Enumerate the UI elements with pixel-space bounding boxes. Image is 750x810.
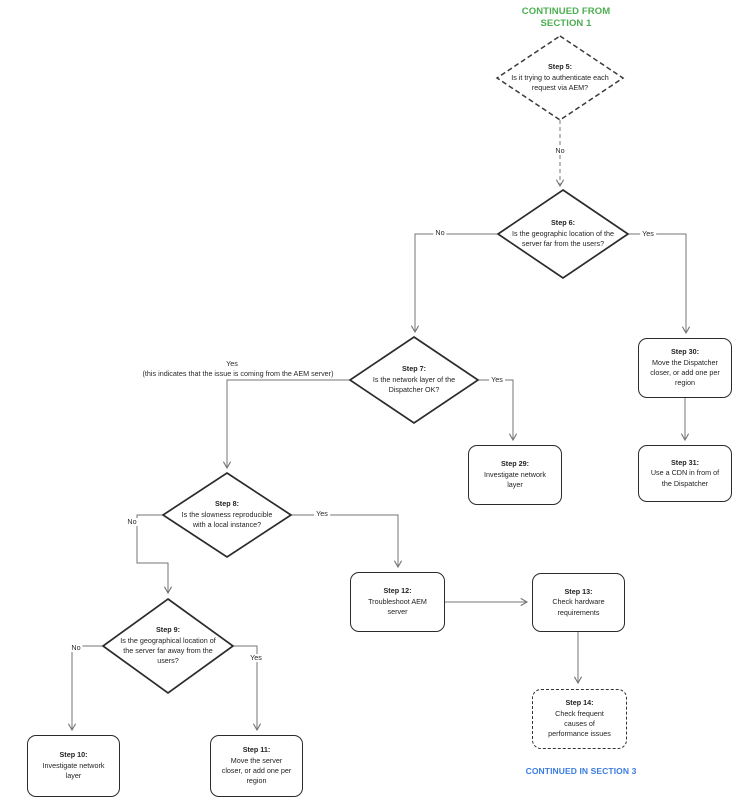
step13-title: Step 13: — [564, 586, 593, 596]
step6-node: Step 6: Is the geographic location of th… — [507, 194, 619, 274]
step14-title: Step 14: — [565, 698, 594, 708]
step8-decision-diamond — [161, 471, 293, 559]
step7-node: Step 7: Is the network layer of the Disp… — [364, 341, 464, 419]
step7-decision-diamond — [348, 335, 480, 425]
step9-node: Step 9: Is the geographical location of … — [118, 602, 218, 690]
step9-decision-diamond — [101, 597, 235, 695]
step10-text: Investigate network layer — [42, 760, 105, 781]
step10-node: Step 10: Investigate network layer — [27, 735, 120, 797]
step31-title: Step 31: — [671, 457, 699, 467]
step13-text: Check hardware requirements — [552, 597, 605, 617]
edge-label-step6-no: No — [433, 228, 447, 238]
step12-text: Troubleshoot AEM server — [368, 596, 427, 617]
edge-step6-yes-to-step30 — [628, 233, 691, 335]
step11-node: Step 11: Move the server closer, or add … — [210, 735, 303, 797]
step29-text: Investigate network layer — [484, 469, 546, 490]
edge-label-step9-yes: Yes — [248, 653, 264, 663]
step29-node: Step 29: Investigate network layer — [468, 445, 562, 505]
edge-step6-no-to-step7 — [410, 233, 498, 334]
step31-text: Use a CDN in from of the Dispatcher — [650, 468, 720, 488]
step5-text: Is it trying to authenticate each reques… — [511, 72, 609, 93]
step12-node: Step 12: Troubleshoot AEM server — [350, 572, 445, 632]
step6-text: Is the geographic location of the server… — [512, 228, 614, 249]
step6-title: Step 6: — [551, 218, 575, 228]
edge-step9-no-to-step10 — [67, 645, 103, 732]
step30-node: Step 30: Move the Dispatcher closer, or … — [638, 338, 732, 398]
edge-step7-yes-to-step29 — [478, 379, 518, 442]
step5-decision-diamond — [495, 35, 625, 121]
edge-label-step5-no: No — [553, 146, 567, 156]
step11-text: Move the server closer, or add one per r… — [221, 755, 292, 786]
edge-label-step8-yes: Yes — [314, 509, 330, 519]
step30-text: Move the Dispatcher closer, or add one p… — [650, 357, 720, 388]
step14-text: Check frequent causes of performance iss… — [548, 708, 611, 739]
edge-label-step7-left-note: (this indicates that the issue is coming… — [142, 369, 334, 379]
step6-decision-diamond — [496, 188, 630, 280]
step7-text: Is the network layer of the Dispatcher O… — [372, 374, 456, 395]
step30-title: Step 30: — [671, 347, 699, 357]
step12-title: Step 12: — [383, 586, 412, 596]
edge-step7-yes-to-step8 — [222, 379, 350, 470]
edge-step8-no-to-step9 — [136, 514, 173, 595]
step31-node: Step 31: Use a CDN in from of the Dispat… — [638, 445, 732, 502]
edge-step9-yes-to-step11 — [233, 645, 262, 732]
edge-label-step7-yes: Yes — [489, 375, 505, 385]
edge-step8-yes-to-step12 — [291, 514, 403, 569]
edge-label-step6-yes: Yes — [640, 229, 656, 239]
step7-title: Step 7: — [402, 364, 426, 374]
continued-from-section1-label: CONTINUED FROM SECTION 1 — [521, 6, 611, 29]
step13-node: Step 13: Check hardware requirements — [532, 573, 625, 632]
edge-label-step8-no: No — [125, 517, 139, 527]
step8-text: Is the slowness reproducible with a loca… — [181, 509, 273, 530]
step8-node: Step 8: Is the slowness reproducible wit… — [178, 477, 276, 553]
step9-title: Step 9: — [156, 625, 180, 635]
step8-title: Step 8: — [215, 499, 239, 509]
step9-text: Is the geographical location of the serv… — [120, 635, 216, 666]
step5-node: Step 5: Is it trying to authenticate eac… — [504, 40, 616, 116]
edge-label-step7-left-yes: Yes — [226, 359, 238, 369]
continued-in-section3-label: CONTINUED IN SECTION 3 — [525, 766, 637, 776]
step5-title: Step 5: — [548, 62, 572, 72]
step29-title: Step 29: — [501, 459, 529, 469]
edge-label-step9-no: No — [69, 643, 83, 653]
step10-title: Step 10: — [59, 750, 88, 760]
step11-title: Step 11: — [242, 745, 271, 755]
step14-node: Step 14: Check frequent causes of perfor… — [532, 689, 627, 749]
